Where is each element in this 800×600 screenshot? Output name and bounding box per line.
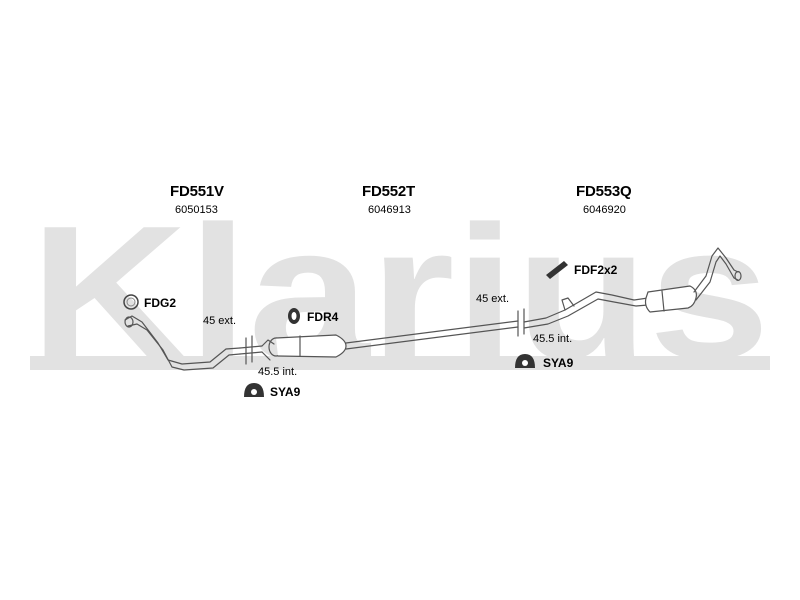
joint-label-right-ext: 45 ext. xyxy=(476,293,510,305)
rubber-hanger-icon xyxy=(288,308,300,324)
part-number-centre: 6046913 xyxy=(368,204,411,216)
accessory-label-fdf2x2: FDF2x2 xyxy=(574,263,618,277)
rear-silencer xyxy=(523,247,742,329)
bracket-strip-icon xyxy=(546,261,568,279)
part-code-front: FD551V xyxy=(170,183,224,200)
part-code-centre: FD552T xyxy=(362,183,415,200)
accessory-label-fdg2: FDG2 xyxy=(144,296,177,310)
joint-label-left-ext: 45 ext. xyxy=(203,315,237,327)
mount-bracket-icon-right xyxy=(515,354,535,368)
centre-silencer xyxy=(261,320,519,361)
joint-label-right-int: 45.5 int. xyxy=(533,333,573,345)
part-number-front: 6050153 xyxy=(175,204,218,216)
ring-clamp-icon xyxy=(123,294,139,310)
right-joint xyxy=(517,308,525,337)
joint-label-left-int: 45.5 int. xyxy=(258,366,298,378)
front-pipe xyxy=(124,315,241,371)
part-number-rear: 6046920 xyxy=(583,204,626,216)
accessory-label-sya9-right: SYA9 xyxy=(543,356,574,370)
accessory-label-sya9-left: SYA9 xyxy=(270,385,301,399)
accessory-label-fdr4: FDR4 xyxy=(307,310,339,324)
part-code-rear: FD553Q xyxy=(576,183,632,200)
mount-bracket-icon-left xyxy=(244,383,264,397)
left-joint xyxy=(239,335,263,365)
